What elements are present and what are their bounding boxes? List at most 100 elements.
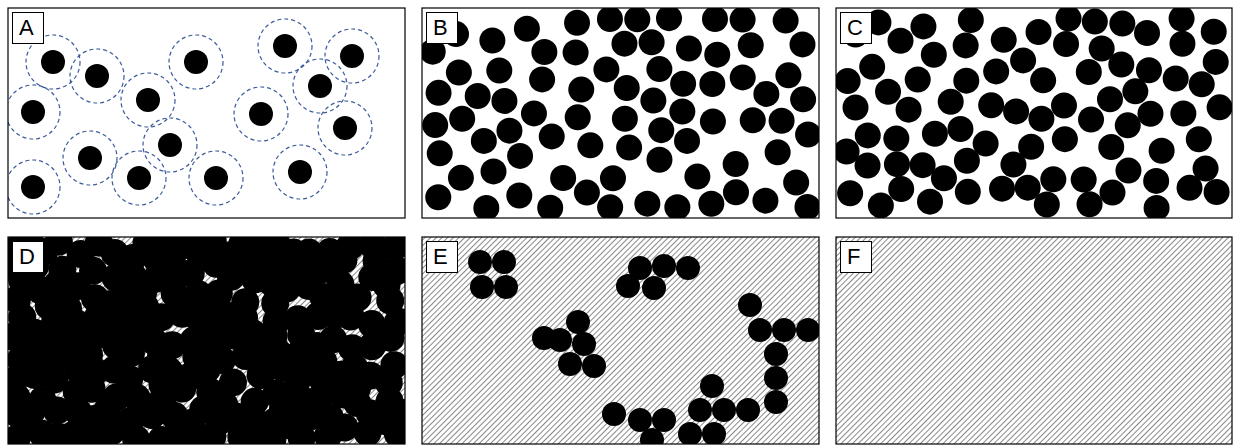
- particle: [624, 8, 650, 32]
- panel-background: [8, 237, 405, 444]
- particle: [602, 402, 626, 426]
- particle: [28, 386, 56, 414]
- particle: [288, 160, 312, 184]
- dashed-shell: [112, 151, 166, 205]
- particle: [612, 106, 638, 132]
- particle: [286, 384, 314, 412]
- dispersed-particles: [8, 19, 379, 214]
- particle: [177, 259, 205, 287]
- particle: [1193, 155, 1219, 181]
- particle: [204, 330, 232, 358]
- particle: [794, 194, 819, 218]
- particle: [158, 133, 182, 157]
- particle: [1052, 126, 1078, 152]
- particle: [931, 165, 957, 191]
- particle: [78, 146, 102, 170]
- particle: [905, 67, 931, 93]
- particle: [340, 44, 364, 68]
- particle: [1169, 8, 1195, 31]
- dashed-shell: [8, 160, 60, 214]
- particle: [646, 147, 672, 173]
- particle: [1097, 86, 1123, 112]
- particle: [425, 184, 451, 210]
- particle: [738, 293, 762, 317]
- particle: [261, 407, 289, 435]
- particle: [122, 425, 150, 444]
- particle: [85, 64, 109, 88]
- particle: [616, 135, 642, 161]
- particle: [1000, 152, 1026, 178]
- particle: [764, 342, 788, 366]
- particle: [1056, 8, 1082, 31]
- particle: [796, 318, 819, 342]
- particle: [1134, 20, 1160, 46]
- panel-background: [836, 237, 1232, 444]
- particle: [991, 27, 1017, 53]
- panel-border: [836, 237, 1232, 444]
- particle: [308, 74, 332, 98]
- dashed-shell: [169, 35, 223, 89]
- particle-group: [468, 250, 819, 444]
- particle: [1144, 195, 1170, 218]
- particle: [97, 290, 125, 318]
- particle: [131, 293, 159, 321]
- particle: [616, 274, 640, 298]
- particle: [888, 28, 914, 54]
- particle: [769, 108, 795, 134]
- dashed-shell: [8, 85, 60, 139]
- particle: [640, 88, 666, 114]
- particle: [704, 42, 730, 68]
- particle: [868, 192, 894, 218]
- particle: [597, 8, 623, 32]
- particle: [740, 107, 766, 133]
- particle: [676, 256, 700, 280]
- particle: [1053, 31, 1079, 57]
- particle: [700, 374, 724, 398]
- particle: [577, 132, 603, 158]
- particle: [273, 34, 297, 58]
- particle: [688, 398, 712, 422]
- particle: [193, 356, 221, 384]
- particle: [896, 97, 922, 123]
- particle: [953, 68, 979, 94]
- particle: [180, 327, 208, 355]
- particle: [102, 332, 130, 360]
- dashed-shell: [258, 19, 312, 73]
- particle: [836, 139, 860, 165]
- panel-background: [422, 8, 819, 218]
- particle: [387, 399, 405, 427]
- particle: [200, 299, 228, 327]
- particle: [921, 42, 947, 68]
- particle: [558, 352, 582, 376]
- particle: [765, 139, 791, 165]
- panel-border: [422, 237, 819, 444]
- particle: [481, 158, 507, 184]
- particle: [775, 62, 801, 88]
- particle: [468, 250, 492, 274]
- particle: [698, 191, 724, 217]
- particle: [646, 56, 672, 82]
- particle: [656, 8, 682, 31]
- particle: [855, 122, 881, 148]
- particle: [884, 151, 910, 177]
- panel-label-box: E: [426, 241, 458, 273]
- dashed-shell: [234, 87, 288, 141]
- particle: [380, 351, 405, 379]
- particle: [1099, 180, 1125, 206]
- particle: [127, 166, 151, 190]
- particle: [473, 195, 499, 218]
- particle: [521, 100, 547, 126]
- particle: [356, 399, 384, 427]
- dashed-shell: [189, 151, 243, 205]
- particle: [674, 128, 700, 154]
- particle: [80, 405, 108, 433]
- panel-label-box: C: [840, 12, 872, 44]
- panel-background: [836, 8, 1232, 218]
- particle: [1015, 175, 1041, 201]
- particle: [566, 310, 590, 334]
- particle: [1040, 166, 1066, 192]
- particle: [1098, 134, 1124, 160]
- panel-letter: E: [433, 244, 451, 270]
- particle: [491, 88, 517, 114]
- particle: [572, 332, 596, 356]
